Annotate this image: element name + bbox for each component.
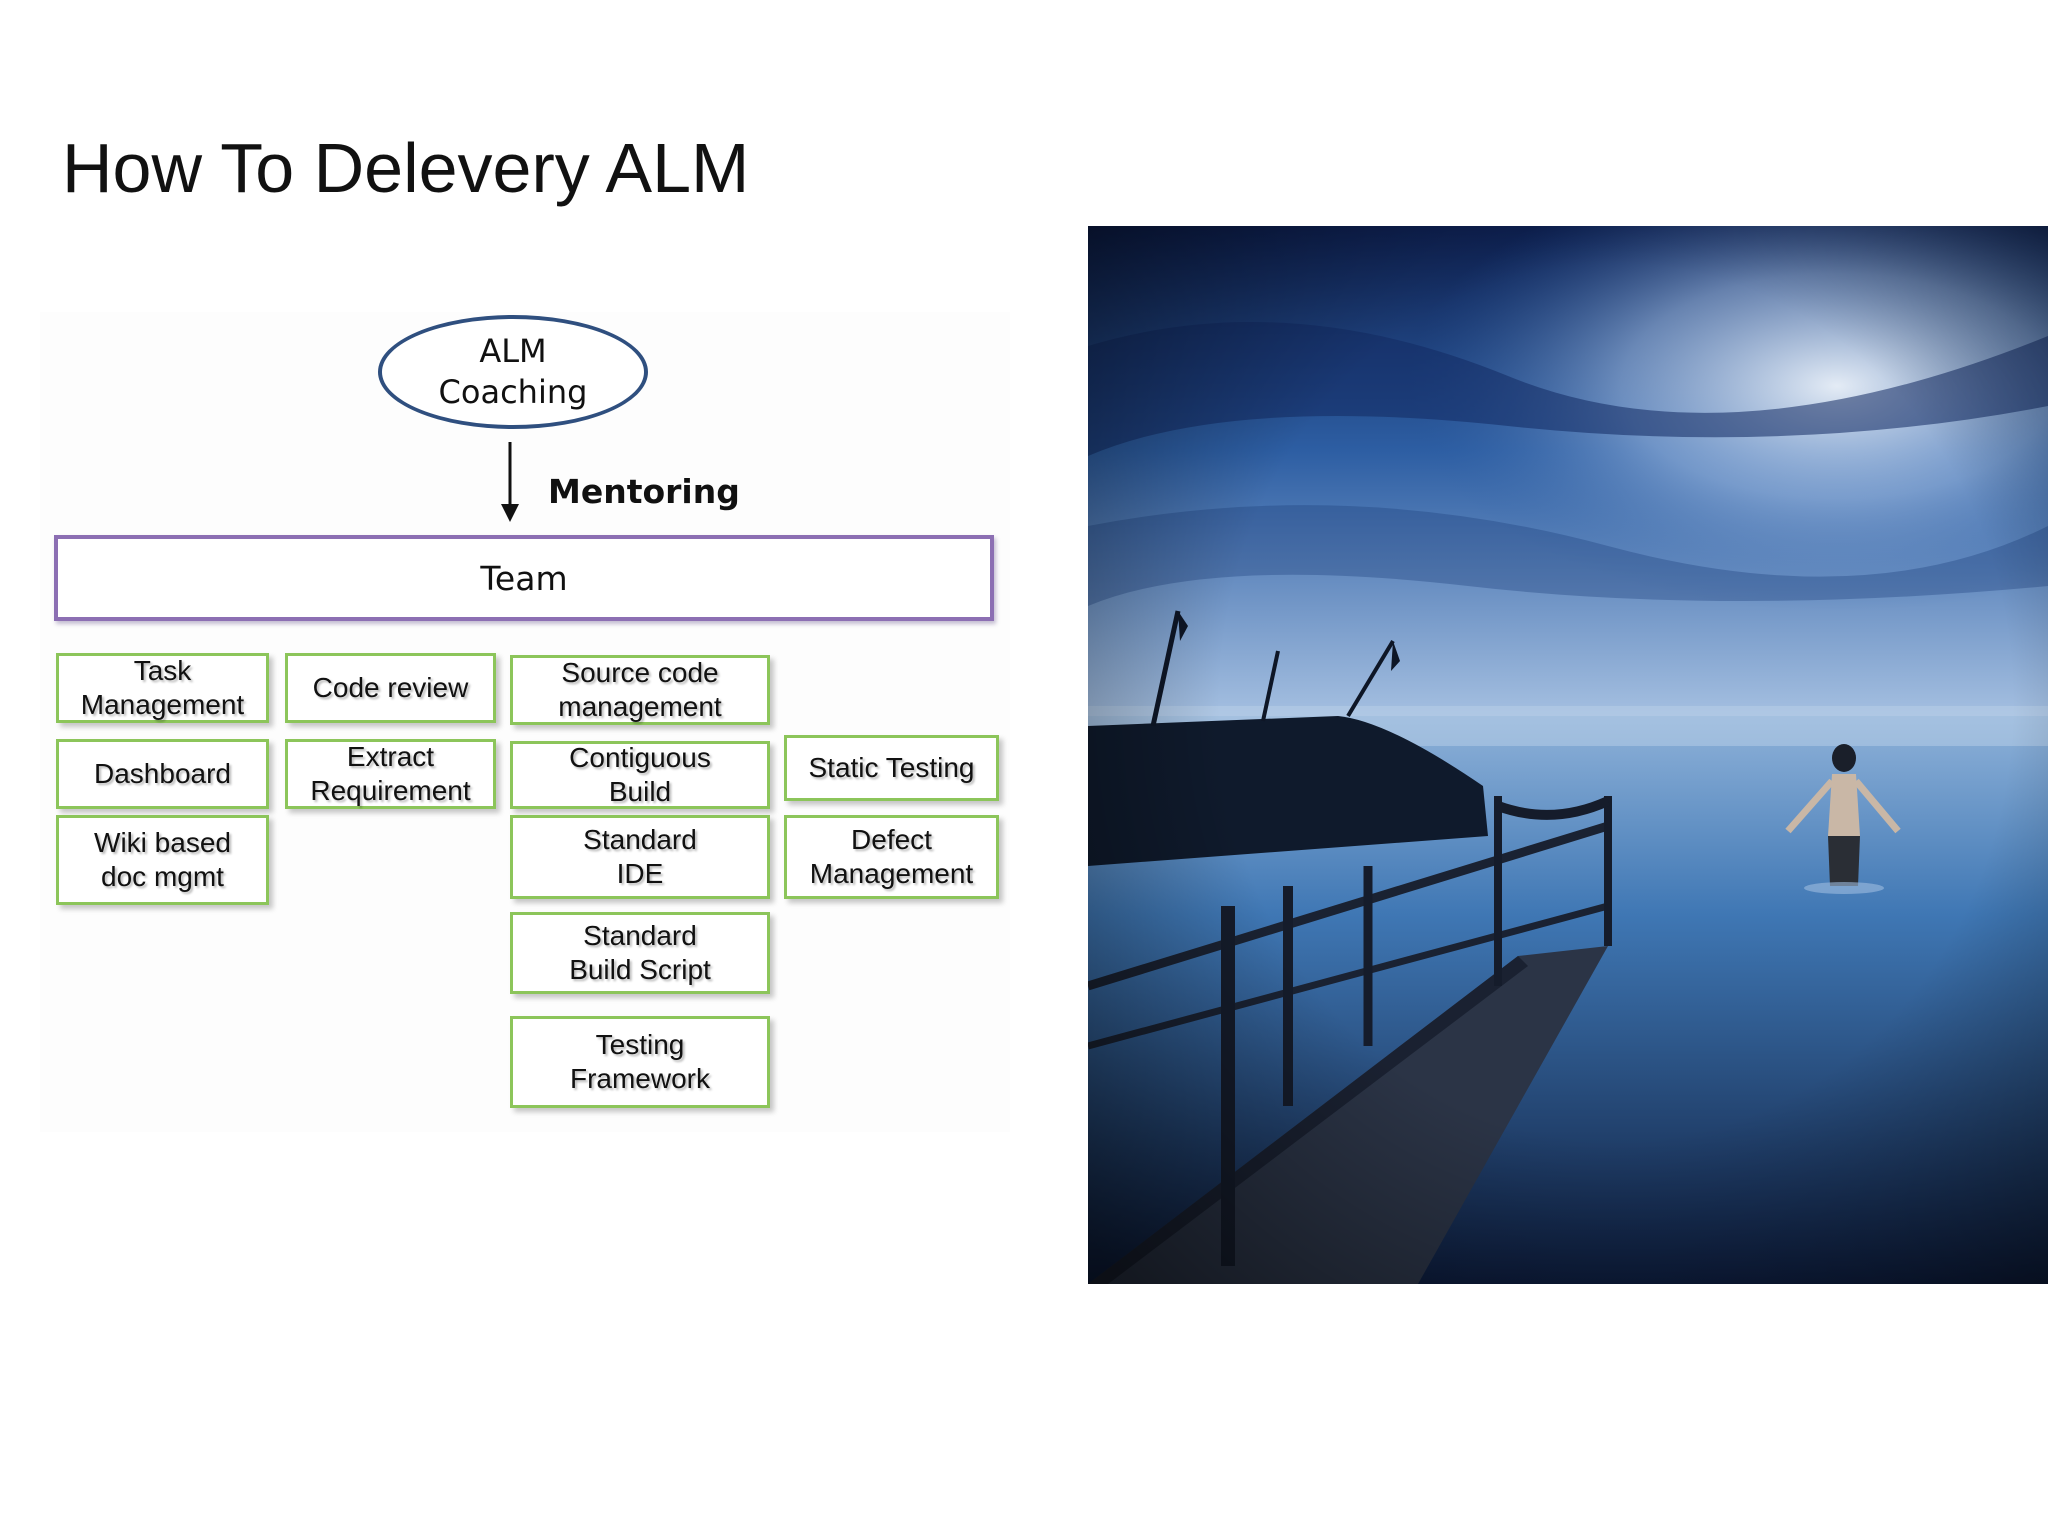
defect-management-box: Defect Management: [784, 815, 999, 899]
standard-ide-box: Standard IDE: [510, 815, 770, 899]
mentoring-label: Mentoring: [548, 472, 740, 511]
code-review-box: Code review: [285, 653, 496, 723]
seascape-photo: [1088, 226, 2048, 1284]
wiki-doc-mgmt-box: Wiki based doc mgmt: [56, 815, 269, 905]
slide-title: How To Delevery ALM: [62, 129, 750, 207]
source-code-management-box: Source code management: [510, 655, 770, 725]
static-testing-box: Static Testing: [784, 735, 999, 801]
seascape-illustration: [1088, 226, 2048, 1284]
team-box: Team: [54, 535, 994, 621]
testing-framework-box: Testing Framework: [510, 1016, 770, 1108]
extract-requirement-box: Extract Requirement: [285, 739, 496, 809]
contiguous-build-box: Contiguous Build: [510, 741, 770, 809]
dashboard-box: Dashboard: [56, 739, 269, 809]
standard-build-script-box: Standard Build Script: [510, 912, 770, 994]
task-management-box: Task Management: [56, 653, 269, 723]
alm-coaching-node: ALM Coaching: [378, 315, 648, 429]
mentoring-arrow: [501, 442, 519, 522]
